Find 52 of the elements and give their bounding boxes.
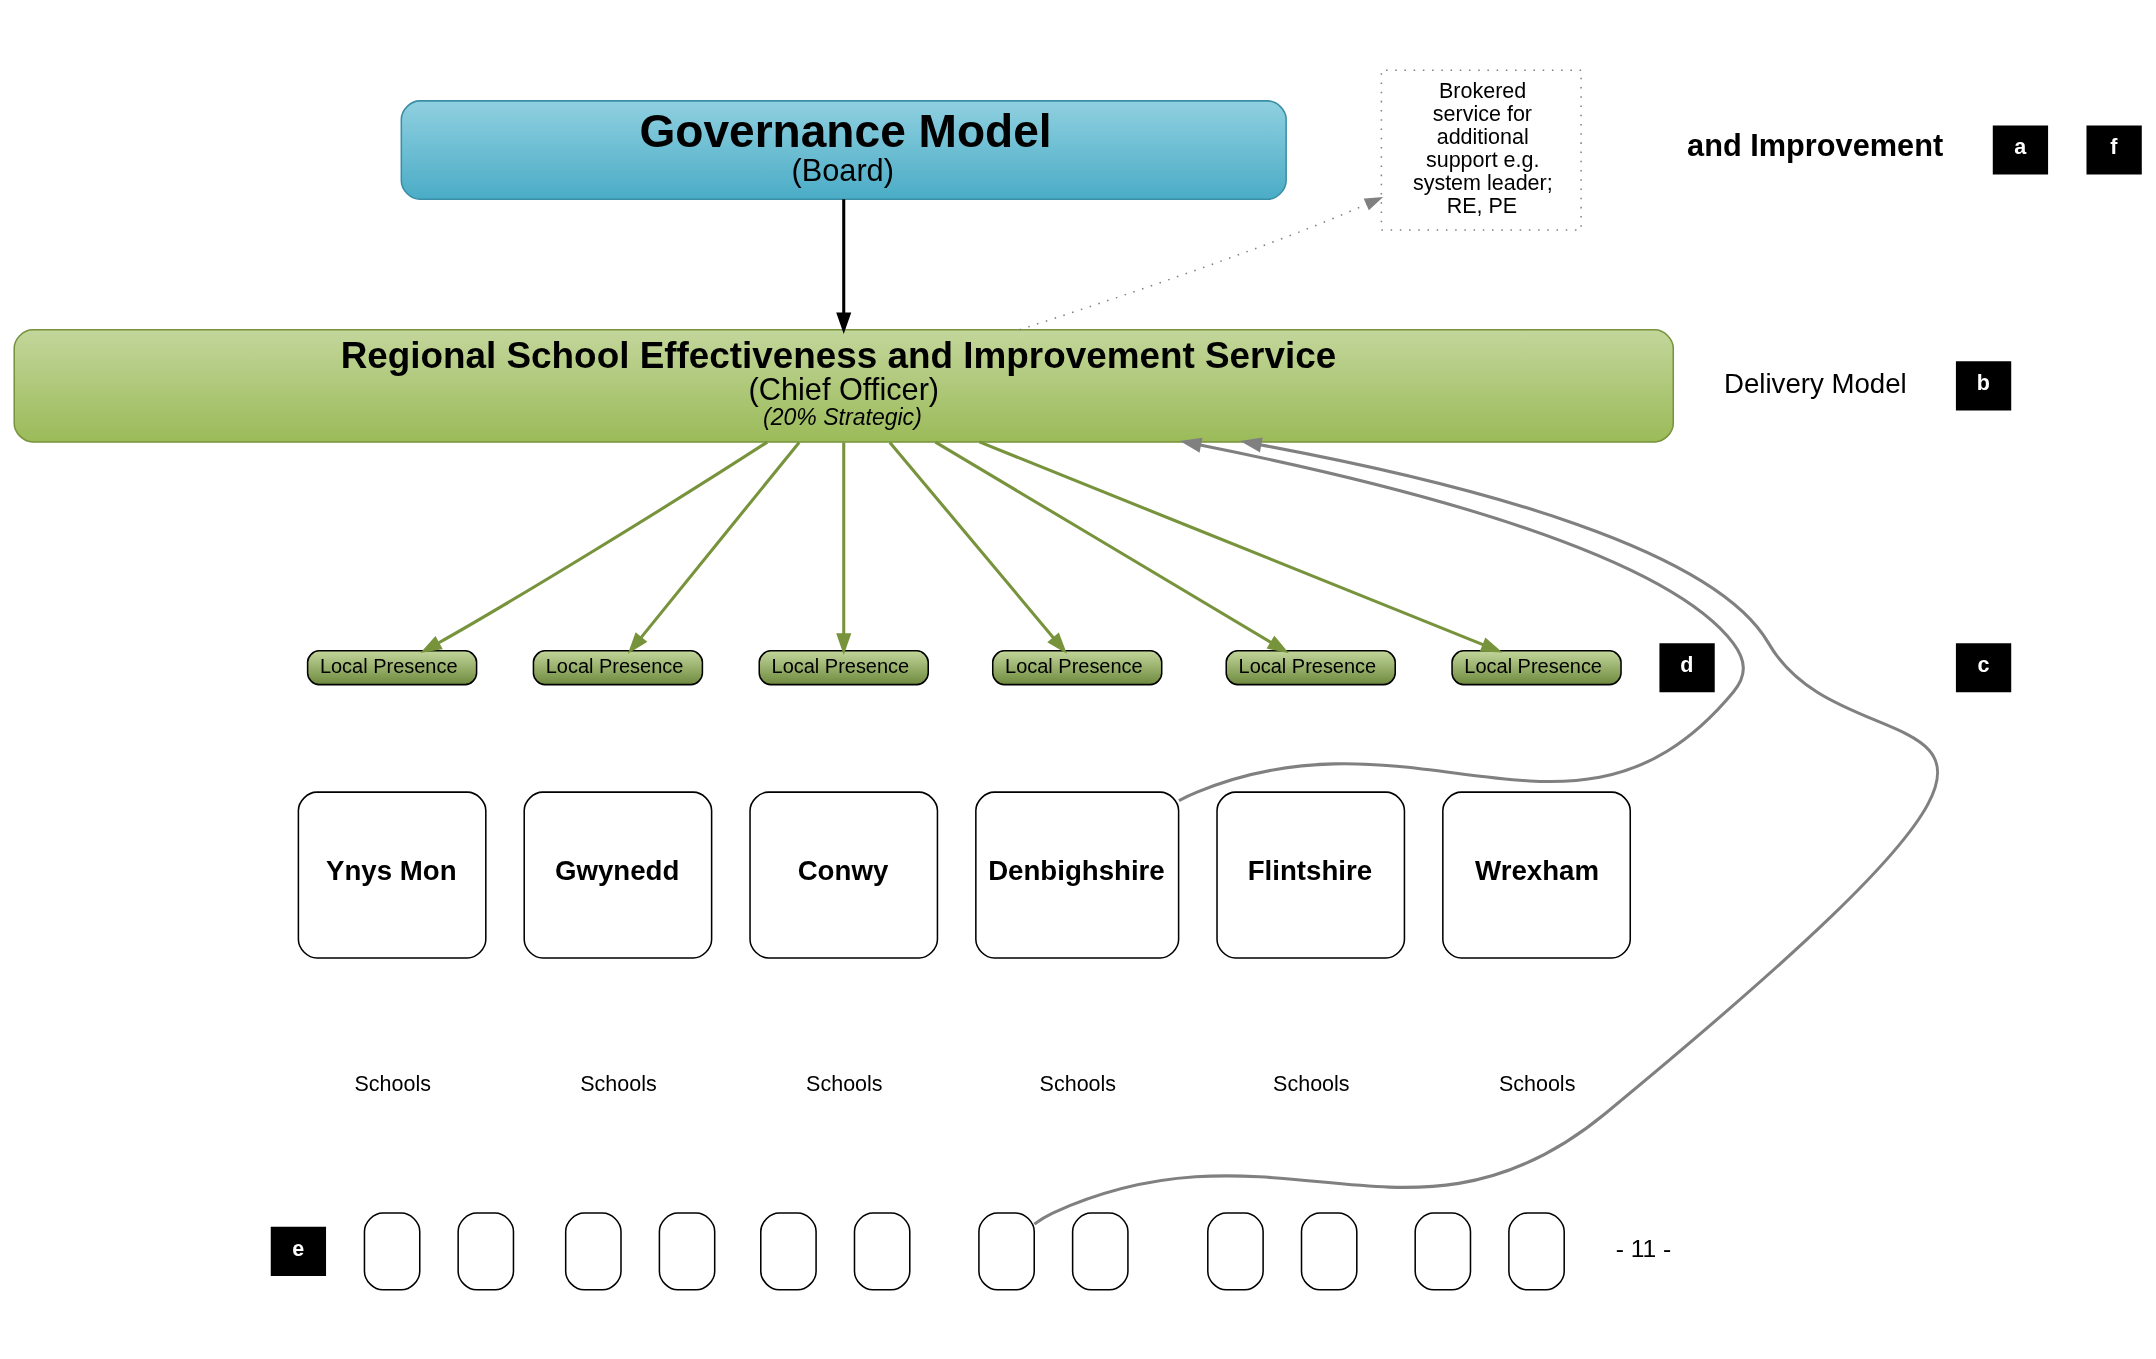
node-box: Local Presence (1225, 649, 1396, 685)
node-box (658, 1211, 716, 1291)
node-box: Local Presence (758, 649, 929, 685)
label: Schools (1498, 1071, 1576, 1096)
node-box (1071, 1211, 1129, 1291)
node-box: Local Presence (532, 649, 704, 685)
label: Schools (354, 1071, 431, 1096)
arrow (934, 440, 1289, 653)
node-box: Local Presence (991, 649, 1163, 685)
label: - 11 - (1615, 1234, 1672, 1262)
node-box: Regional School Effectiveness and Improvement Service (Chief Officer) (20% Strategic) (13, 328, 1675, 443)
node-box: Wrexham (1442, 790, 1631, 959)
label: Schools (580, 1071, 657, 1096)
node-box (1300, 1211, 1358, 1291)
arrow (836, 198, 852, 334)
label: b (1976, 370, 1990, 395)
label: c (1977, 652, 1990, 677)
node-box: Conwy (749, 790, 939, 959)
node-box: Brokered service for additional support e.g. system leader; RE, PE (1380, 68, 1582, 231)
label: e (292, 1236, 305, 1261)
label: Schools (806, 1071, 883, 1096)
node-box: Local Presence (1451, 649, 1622, 685)
label: a (2014, 134, 2027, 159)
node-box: Local Presence (306, 649, 478, 685)
node-box (978, 1211, 1035, 1291)
node-box (853, 1211, 911, 1291)
label: Delivery Model (1723, 367, 1907, 399)
arrow (1033, 437, 1938, 1225)
arrow (627, 441, 801, 654)
label: d (1680, 652, 1694, 677)
node-box (457, 1211, 515, 1291)
node-box: Denbighshire (975, 790, 1180, 959)
label: f (2110, 134, 2118, 159)
arrow (1018, 196, 1384, 330)
node-box (1207, 1211, 1264, 1291)
arrow (1178, 437, 1745, 802)
label: and Improvement (1687, 127, 1944, 163)
node-box (1414, 1211, 1472, 1291)
label: Schools (1039, 1071, 1117, 1096)
label: Schools (1273, 1071, 1350, 1096)
node-box (760, 1211, 817, 1291)
arrow (420, 440, 769, 653)
node-box: Gwynedd (523, 790, 713, 959)
node-box (363, 1211, 421, 1291)
arrow (836, 441, 852, 655)
node-box: Flintshire (1216, 790, 1406, 959)
arrow (888, 440, 1067, 654)
arrow (978, 440, 1503, 652)
node-box: Ynys Mon (297, 790, 487, 959)
node-box (1508, 1211, 1565, 1291)
node-box (564, 1211, 622, 1291)
node-box: Governance Model (Board) (400, 99, 1287, 200)
